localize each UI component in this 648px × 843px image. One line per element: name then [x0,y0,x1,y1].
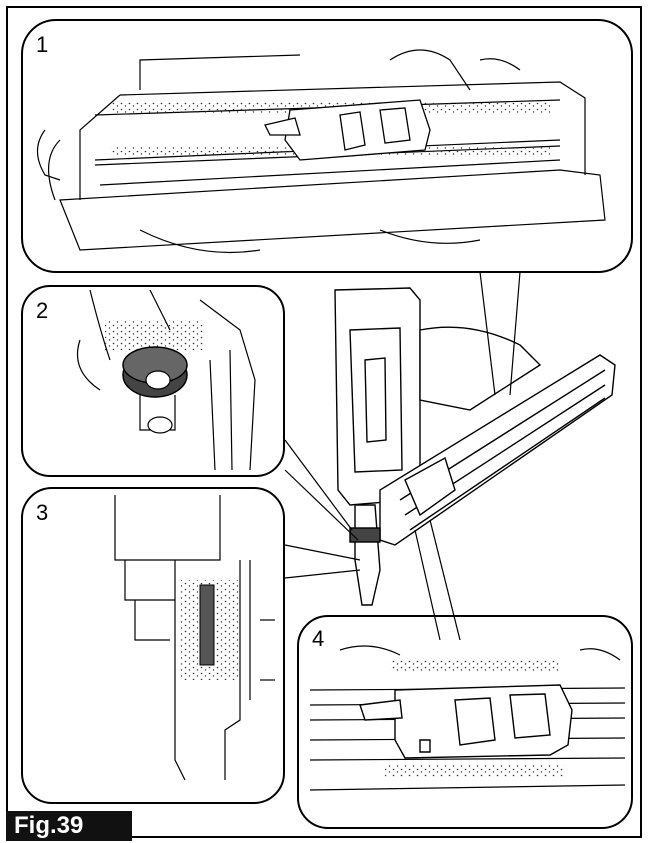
panel-2: 2 [21,285,285,477]
driver-blade [199,584,215,666]
callout-number-2: 2 [36,298,48,323]
panel-3: 3 [21,487,285,804]
callout-number-1: 1 [36,32,48,57]
callout-number-4: 4 [312,626,324,651]
figure-label: Fig.39 [6,811,132,841]
panel-4: 4 [297,615,633,829]
outer-frame [6,6,642,838]
dial-knob [122,346,188,434]
panel-3-frame [21,487,285,804]
nailer-tool [284,271,616,641]
pusher-4 [359,684,573,759]
dust-strip-bottom-4 [385,765,565,777]
dust-around-dial [105,320,205,350]
panel-1: 1 [21,19,633,273]
dust-strip-top-4 [390,660,560,672]
callout-number-3: 3 [36,500,48,525]
pusher-1 [264,99,431,161]
